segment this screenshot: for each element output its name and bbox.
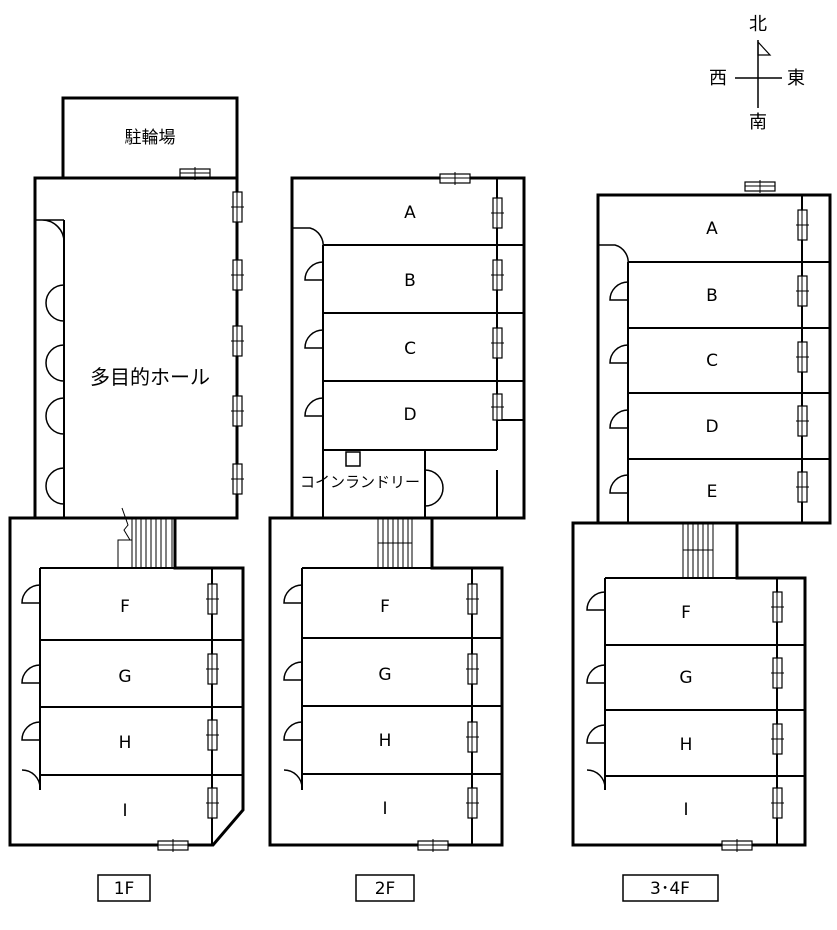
floor-label-box [97, 874, 151, 902]
windows-1f-lower [157, 583, 219, 852]
door-icon [304, 261, 324, 281]
floor-label-1f: 1F [114, 879, 135, 899]
door-icon [586, 724, 606, 744]
floor-3-4f: A B C D E F G H [571, 180, 832, 902]
door-icon [45, 397, 65, 435]
door-icon [609, 474, 629, 494]
stairs-icon [682, 522, 714, 579]
room-g-label: G [378, 665, 391, 685]
room-f-label: F [120, 597, 130, 617]
compass-east: 東 [787, 68, 805, 89]
room-d-label: D [705, 417, 718, 437]
stairs-icon [117, 507, 173, 569]
compass-arrow-icon [757, 40, 772, 56]
room-c-label: C [404, 339, 416, 359]
hall-windows [231, 191, 244, 495]
door-icon [586, 591, 606, 611]
door-icon [609, 409, 629, 429]
room-f-label: F [380, 597, 390, 617]
windows-2f-upper [491, 197, 504, 421]
room-c-label: C [706, 351, 718, 371]
room-h-label: H [680, 735, 693, 755]
door-icon [609, 281, 629, 301]
compass-west: 西 [709, 68, 727, 89]
floor-label-box [355, 874, 415, 902]
door-icon [45, 284, 65, 322]
multipurpose-hall [33, 176, 239, 520]
windows-2f-lower [417, 583, 479, 852]
door-icon [586, 664, 606, 684]
room-b-label: B [706, 286, 718, 306]
door-icon [283, 661, 303, 681]
compass: 北 南 東 西 [709, 14, 805, 133]
door-icon [35, 219, 65, 243]
laundry-machine-icon [345, 451, 361, 467]
multipurpose-hall-label: 多目的ホール [90, 365, 210, 389]
door-icon [283, 584, 303, 604]
door-icon [283, 721, 303, 741]
lower-block-1f [8, 516, 245, 847]
door-icon [21, 584, 41, 604]
floor-1f: 駐輪場 多目的ホール [8, 96, 245, 902]
room-a-label: A [404, 203, 416, 223]
room-b-label: B [404, 271, 416, 291]
room-i-label: I [683, 800, 688, 820]
floor-label-box [622, 874, 719, 902]
door-icon [283, 769, 303, 789]
floor-label-34f: 3･4F [650, 879, 690, 899]
door-icon [586, 769, 606, 789]
door-icon [598, 244, 629, 266]
door-icon [21, 664, 41, 684]
floor-label-2f: 2F [375, 879, 396, 899]
door-icon [424, 469, 444, 507]
coin-laundry-label: コインランドリー [300, 473, 420, 491]
room-i-label: I [382, 799, 387, 819]
door-icon [304, 329, 324, 349]
room-i-label: I [122, 801, 127, 821]
compass-south: 南 [749, 112, 767, 133]
door-icon [45, 467, 65, 505]
door-icon [304, 397, 324, 417]
room-d-label: D [403, 405, 416, 425]
room-g-label: G [679, 668, 692, 688]
door-icon [21, 769, 41, 789]
room-a-label: A [706, 219, 718, 239]
bicycle-parking-label: 駐輪場 [125, 128, 176, 148]
door-icon [21, 721, 41, 741]
room-h-label: H [379, 731, 392, 751]
room-g-label: G [118, 667, 131, 687]
floor-2f: A B C D コインランドリー F G [268, 172, 526, 902]
door-icon [292, 227, 324, 249]
room-e-label: E [707, 482, 718, 502]
room-f-label: F [681, 603, 691, 623]
windows-34f-lower [721, 591, 784, 852]
stairs-icon [377, 517, 413, 569]
windows-34f-upper [796, 209, 809, 503]
door-icon [45, 344, 65, 382]
compass-north: 北 [749, 14, 767, 35]
door-icon [609, 344, 629, 364]
room-h-label: H [119, 733, 132, 753]
